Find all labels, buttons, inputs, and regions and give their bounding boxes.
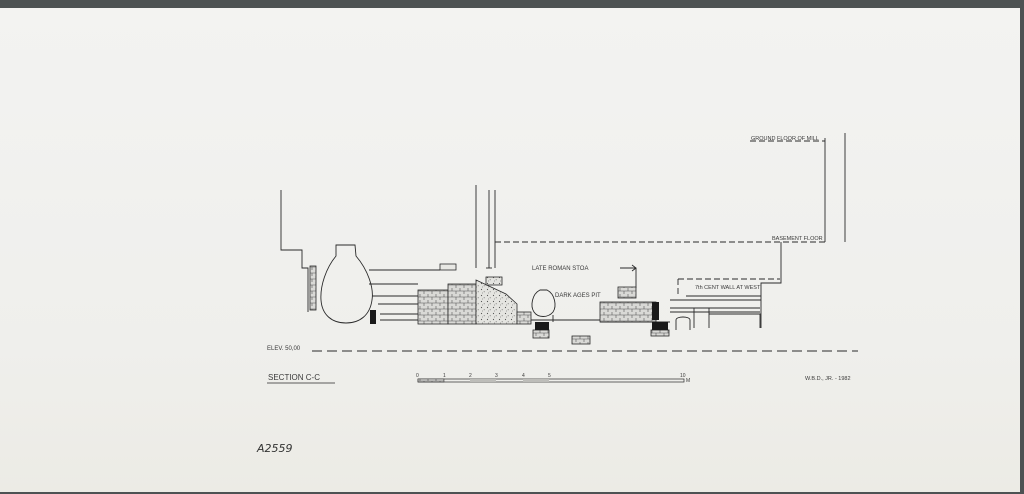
catalog-number: A2559 xyxy=(256,442,293,455)
section-drawing: GROUND FLOOR OF MILL BASEMENT FLOOR LATE… xyxy=(256,133,858,455)
floor-lines xyxy=(495,140,825,296)
scale-tick-0: 0 xyxy=(416,373,419,379)
scale-bar: 0 1 2 3 4 5 10 M xyxy=(416,373,690,384)
drawing-sheet: GROUND FLOOR OF MILL BASEMENT FLOOR LATE… xyxy=(0,8,1020,492)
late-roman-stoa-label: LATE ROMAN STOA xyxy=(532,266,588,272)
scale-tick-2: 2 xyxy=(469,373,472,379)
ground-floor-label: GROUND FLOOR OF MILL xyxy=(751,136,819,142)
scale-tick-4: 4 xyxy=(522,373,525,379)
elevation-label: ELEV. 50,00 xyxy=(267,346,301,352)
amphora-shape xyxy=(320,244,373,324)
pit-jar xyxy=(531,289,556,317)
dark-ages-pit-label: DARK AGES PIT xyxy=(555,293,601,299)
author-credit: W.B.D., JR. - 1982 xyxy=(805,376,851,382)
scale-unit: M xyxy=(686,378,690,384)
basement-floor-label: BASEMENT FLOOR xyxy=(772,236,823,242)
section-lines xyxy=(280,133,846,330)
solid-walls xyxy=(370,302,668,330)
masonry xyxy=(309,263,670,345)
scale-tick-1: 1 xyxy=(443,373,446,379)
scale-tick-10: 10 xyxy=(680,373,686,379)
cent-wall-label: 7th CENT WALL AT WEST xyxy=(695,285,761,291)
scale-tick-3: 3 xyxy=(495,373,498,379)
section-title: SECTION C-C xyxy=(268,373,320,382)
scale-tick-5: 5 xyxy=(548,373,551,379)
